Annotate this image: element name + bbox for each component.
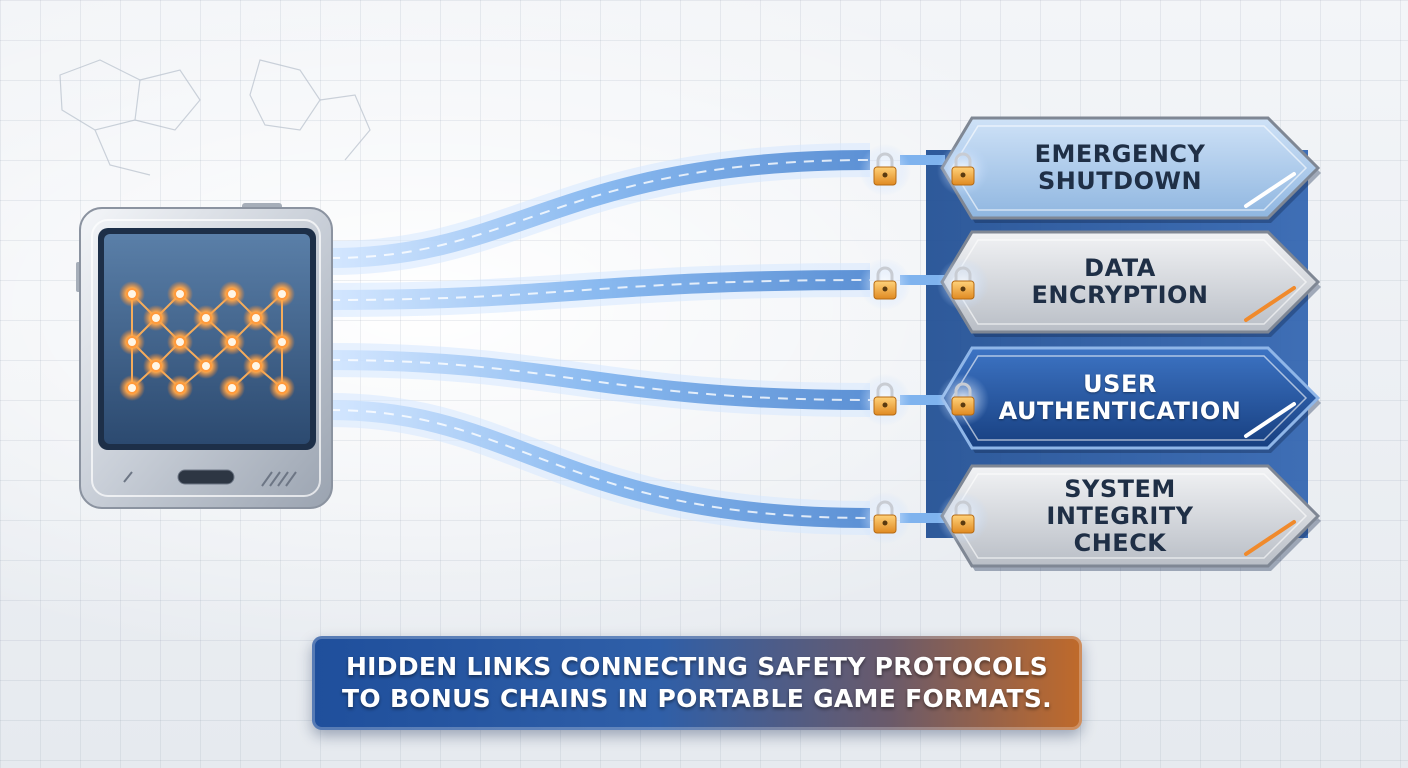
stream-padlock-icon-4 [859,492,911,544]
tag-padlock-icon-2 [937,258,989,310]
node-network-icon [119,281,295,401]
protocol-tag-3 [940,346,1321,453]
stream-4 [329,393,871,535]
stream-padlock-icon-2 [859,258,911,310]
stream-padlock-icon-3 [859,374,911,426]
protocol-tag-1 [940,116,1321,223]
caption-line-1: HIDDEN LINKS CONNECTING SAFETY PROTOCOLS [345,652,1049,681]
stream-padlock-icon-1 [859,144,911,196]
caption-banner: HIDDEN LINKS CONNECTING SAFETY PROTOCOLS… [312,636,1082,730]
data-streams [329,143,945,535]
stream-2 [329,263,871,317]
tag-padlock-icon-3 [937,374,989,426]
stream-3 [329,343,871,417]
stream-1 [329,143,871,275]
circuit-decoration [59,59,371,176]
tag-padlock-icon-1 [937,144,989,196]
tag-padlock-icon-4 [937,492,989,544]
protocol-tag-2 [940,230,1321,337]
protocol-tag-4 [940,464,1321,571]
caption-line-2: TO BONUS CHAINS IN PORTABLE GAME FORMATS… [342,684,1052,713]
